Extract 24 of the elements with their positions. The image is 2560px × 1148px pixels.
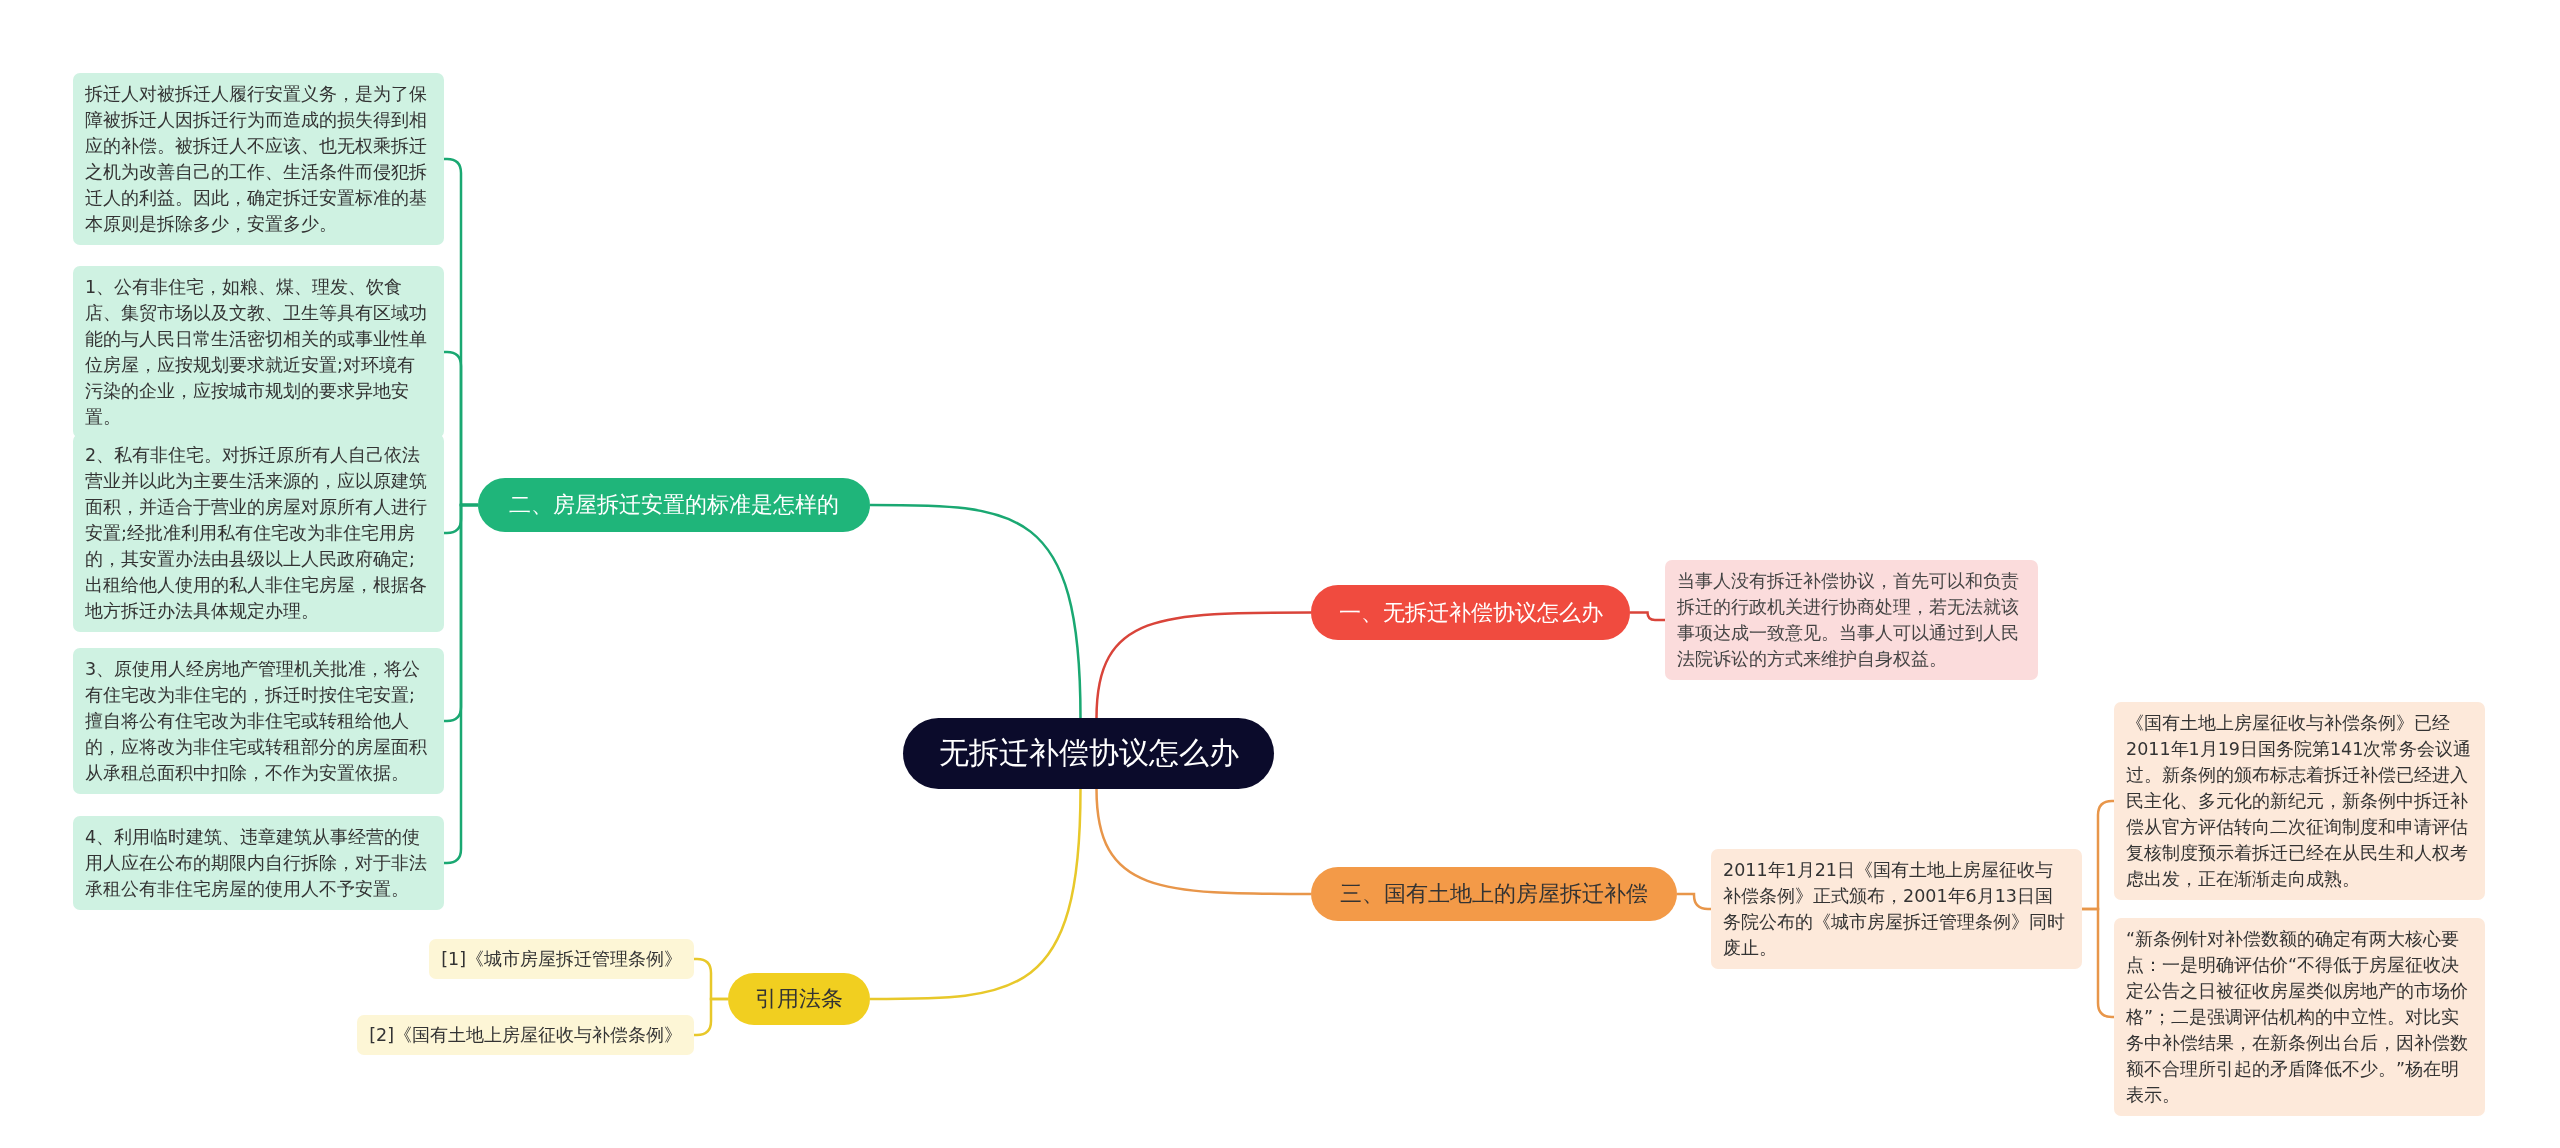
citation-card: [1]《城市房屋拆迁管理条例》 [429, 939, 694, 979]
root-topic-box: 无拆迁补偿协议怎么办 [903, 718, 1274, 789]
text-card: 1、公有非住宅，如粮、煤、理发、饮食店、集贸市场以及文教、卫生等具有区域功能的与人民日常生活密切相关的或事业性单位房屋，应按规划要求就近安置;对环境有污染的企业，应按城市规划的要求异地安置。 [73, 266, 444, 438]
connector-line [1677, 892, 1711, 911]
branch-topic-pill: 引用法条 [728, 973, 870, 1025]
branch-topic-pill: 二、房屋拆迁安置的标准是怎样的 [478, 478, 870, 532]
text-card: “新条例针对补偿数额的确定有两大核心要点：一是明确评估价“不得低于房屋征收决定公告之日被征收房屋类似房地产的市场价格”；二是强调评估机构的中立性。对比实务中补偿结果，在新条例出台后，因补偿数额不合理所引起的矛盾降低不少。”杨在明表示。 [2114, 918, 2485, 1116]
connector-line [870, 503, 1082, 719]
text-card: 拆迁人对被拆迁人履行安置义务，是为了保障被拆迁人因拆迁行为而造成的损失得到相应的补偿。被拆迁人不应该、也无权乘拆迁之机为改善自己的工作、生活条件而侵犯拆迁人的利益。因此，确定拆迁安置标准的基本原则是拆除多少，安置多少。 [73, 73, 444, 245]
connector-line [1630, 611, 1665, 622]
branch-topic-pill: 三、国有土地上的房屋拆迁补偿 [1311, 867, 1677, 921]
branch-topic-pill: 一、无拆迁补偿协议怎么办 [1311, 585, 1630, 640]
connector-line [1095, 611, 1311, 719]
connector-line [1095, 788, 1311, 896]
connector-line [870, 788, 1082, 1001]
text-card: 3、原使用人经房地产管理机关批准，将公有住宅改为非住宅的，拆迁时按住宅安置;擅自将公有住宅改为非住宅或转租给他人的，应将改为非住宅或转租部分的房屋面积从承租总面积中扣除，不作为安置依据。 [73, 648, 444, 794]
citation-card: [2]《国有土地上房屋征收与补偿条例》 [357, 1015, 694, 1055]
text-card: 4、利用临时建筑、违章建筑从事经营的使用人应在公布的期限内自行拆除，对于非法承租公有非住宅房屋的使用人不予安置。 [73, 816, 444, 910]
text-card: 《国有土地上房屋征收与补偿条例》已经2011年1月19日国务院第141次常务会议通过。新条例的颁布标志着拆迁补偿已经进入民主化、多元化的新纪元，新条例中拆迁补偿从官方评估转向二次征询制度和申请评估复核制度预示着拆迁已经在从民生和人权考虑出发，正在渐渐走向成熟。 [2114, 702, 2485, 900]
connector-line [694, 997, 728, 1037]
text-card: 2011年1月21日《国有土地上房屋征收与补偿条例》正式颁布，2001年6月13日国务院公布的《城市房屋拆迁管理条例》同时废止。 [1711, 849, 2082, 969]
text-card: 当事人没有拆迁补偿协议，首先可以和负责拆迁的行政机关进行协商处理，若无法就该事项达成一致意见。当事人可以通过到人民法院诉讼的方式来维护自身权益。 [1665, 560, 2038, 680]
connector-line [2082, 907, 2114, 1019]
text-card: 2、私有非住宅。对拆迁原所有人自己依法营业并以此为主要生活来源的，应以原建筑面积，并适合于营业的房屋对原所有人进行安置;经批准利用私有住宅改为非住宅用房的，其安置办法由县级以上人民政府确定;出租给他人使用的私人非住宅房屋，根据各地方拆迁办法具体规定办理。 [73, 434, 444, 632]
